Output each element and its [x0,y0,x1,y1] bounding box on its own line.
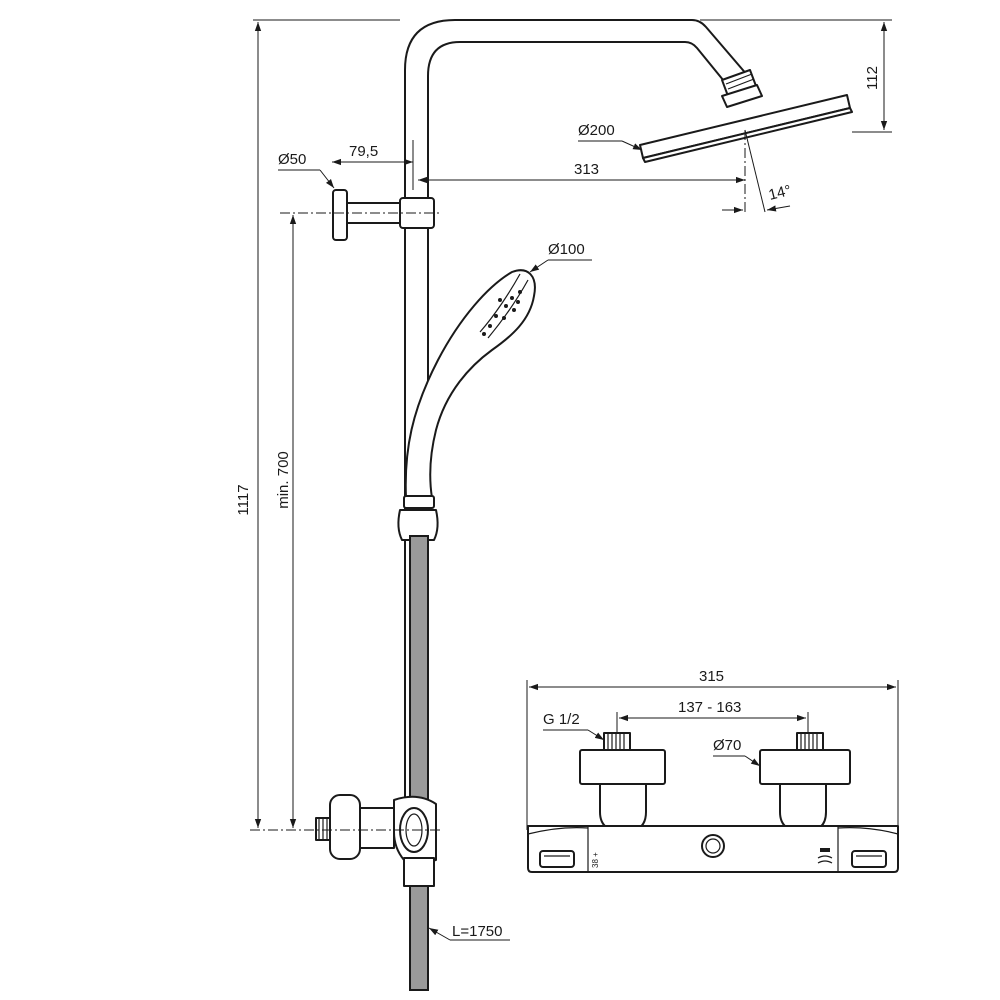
spray-nozzles [482,290,522,336]
dimension-angle: 14° [722,129,793,214]
dimension-head-diameter: Ø200 [578,122,643,151]
arm-reach-label: 313 [574,161,599,178]
dimension-arm-reach: 313 [418,130,746,215]
total-height-label: 1117 [235,484,252,515]
dimension-head-offset: 112 [700,19,892,133]
head-offset-label: 112 [864,66,881,90]
mixer-width-label: 315 [699,668,724,685]
escutcheon-diameter-label: Ø70 [713,737,741,754]
dimension-min-height: min. 700 [275,215,297,828]
wall-offset-label: 79,5 [349,143,378,160]
dimension-hand-diameter: Ø100 [529,241,592,273]
thermostatic-mixer: 315 137 - 163 G 1/2 Ø70 [526,668,899,873]
connection-spacing-label: 137 - 163 [678,699,741,716]
slider-holder [397,509,439,541]
riser-rail [404,19,749,821]
wall-flange-label: Ø50 [278,151,306,168]
dimension-wall-flange: Ø50 [278,151,335,189]
hose-length-label: L=1750 [452,923,502,940]
min-height-label: min. 700 [275,451,292,509]
dimension-total-height: 1117 [235,19,400,828]
water-flow-icon [817,848,833,864]
shower-hose [409,535,429,991]
dimension-wall-offset: 79,5 [332,140,414,190]
hand-shower [403,269,536,509]
lower-connection [315,794,437,887]
connection-thread-label: G 1/2 [543,711,580,728]
wall-bracket-upper [332,189,435,241]
head-diameter-label: Ø200 [578,122,615,139]
dimension-hose-length: L=1750 [428,923,510,941]
angle-label: 14° [767,182,793,204]
temperature-scale: 38 + [591,852,600,868]
shower-head [639,69,853,163]
hand-diameter-label: Ø100 [548,241,585,258]
